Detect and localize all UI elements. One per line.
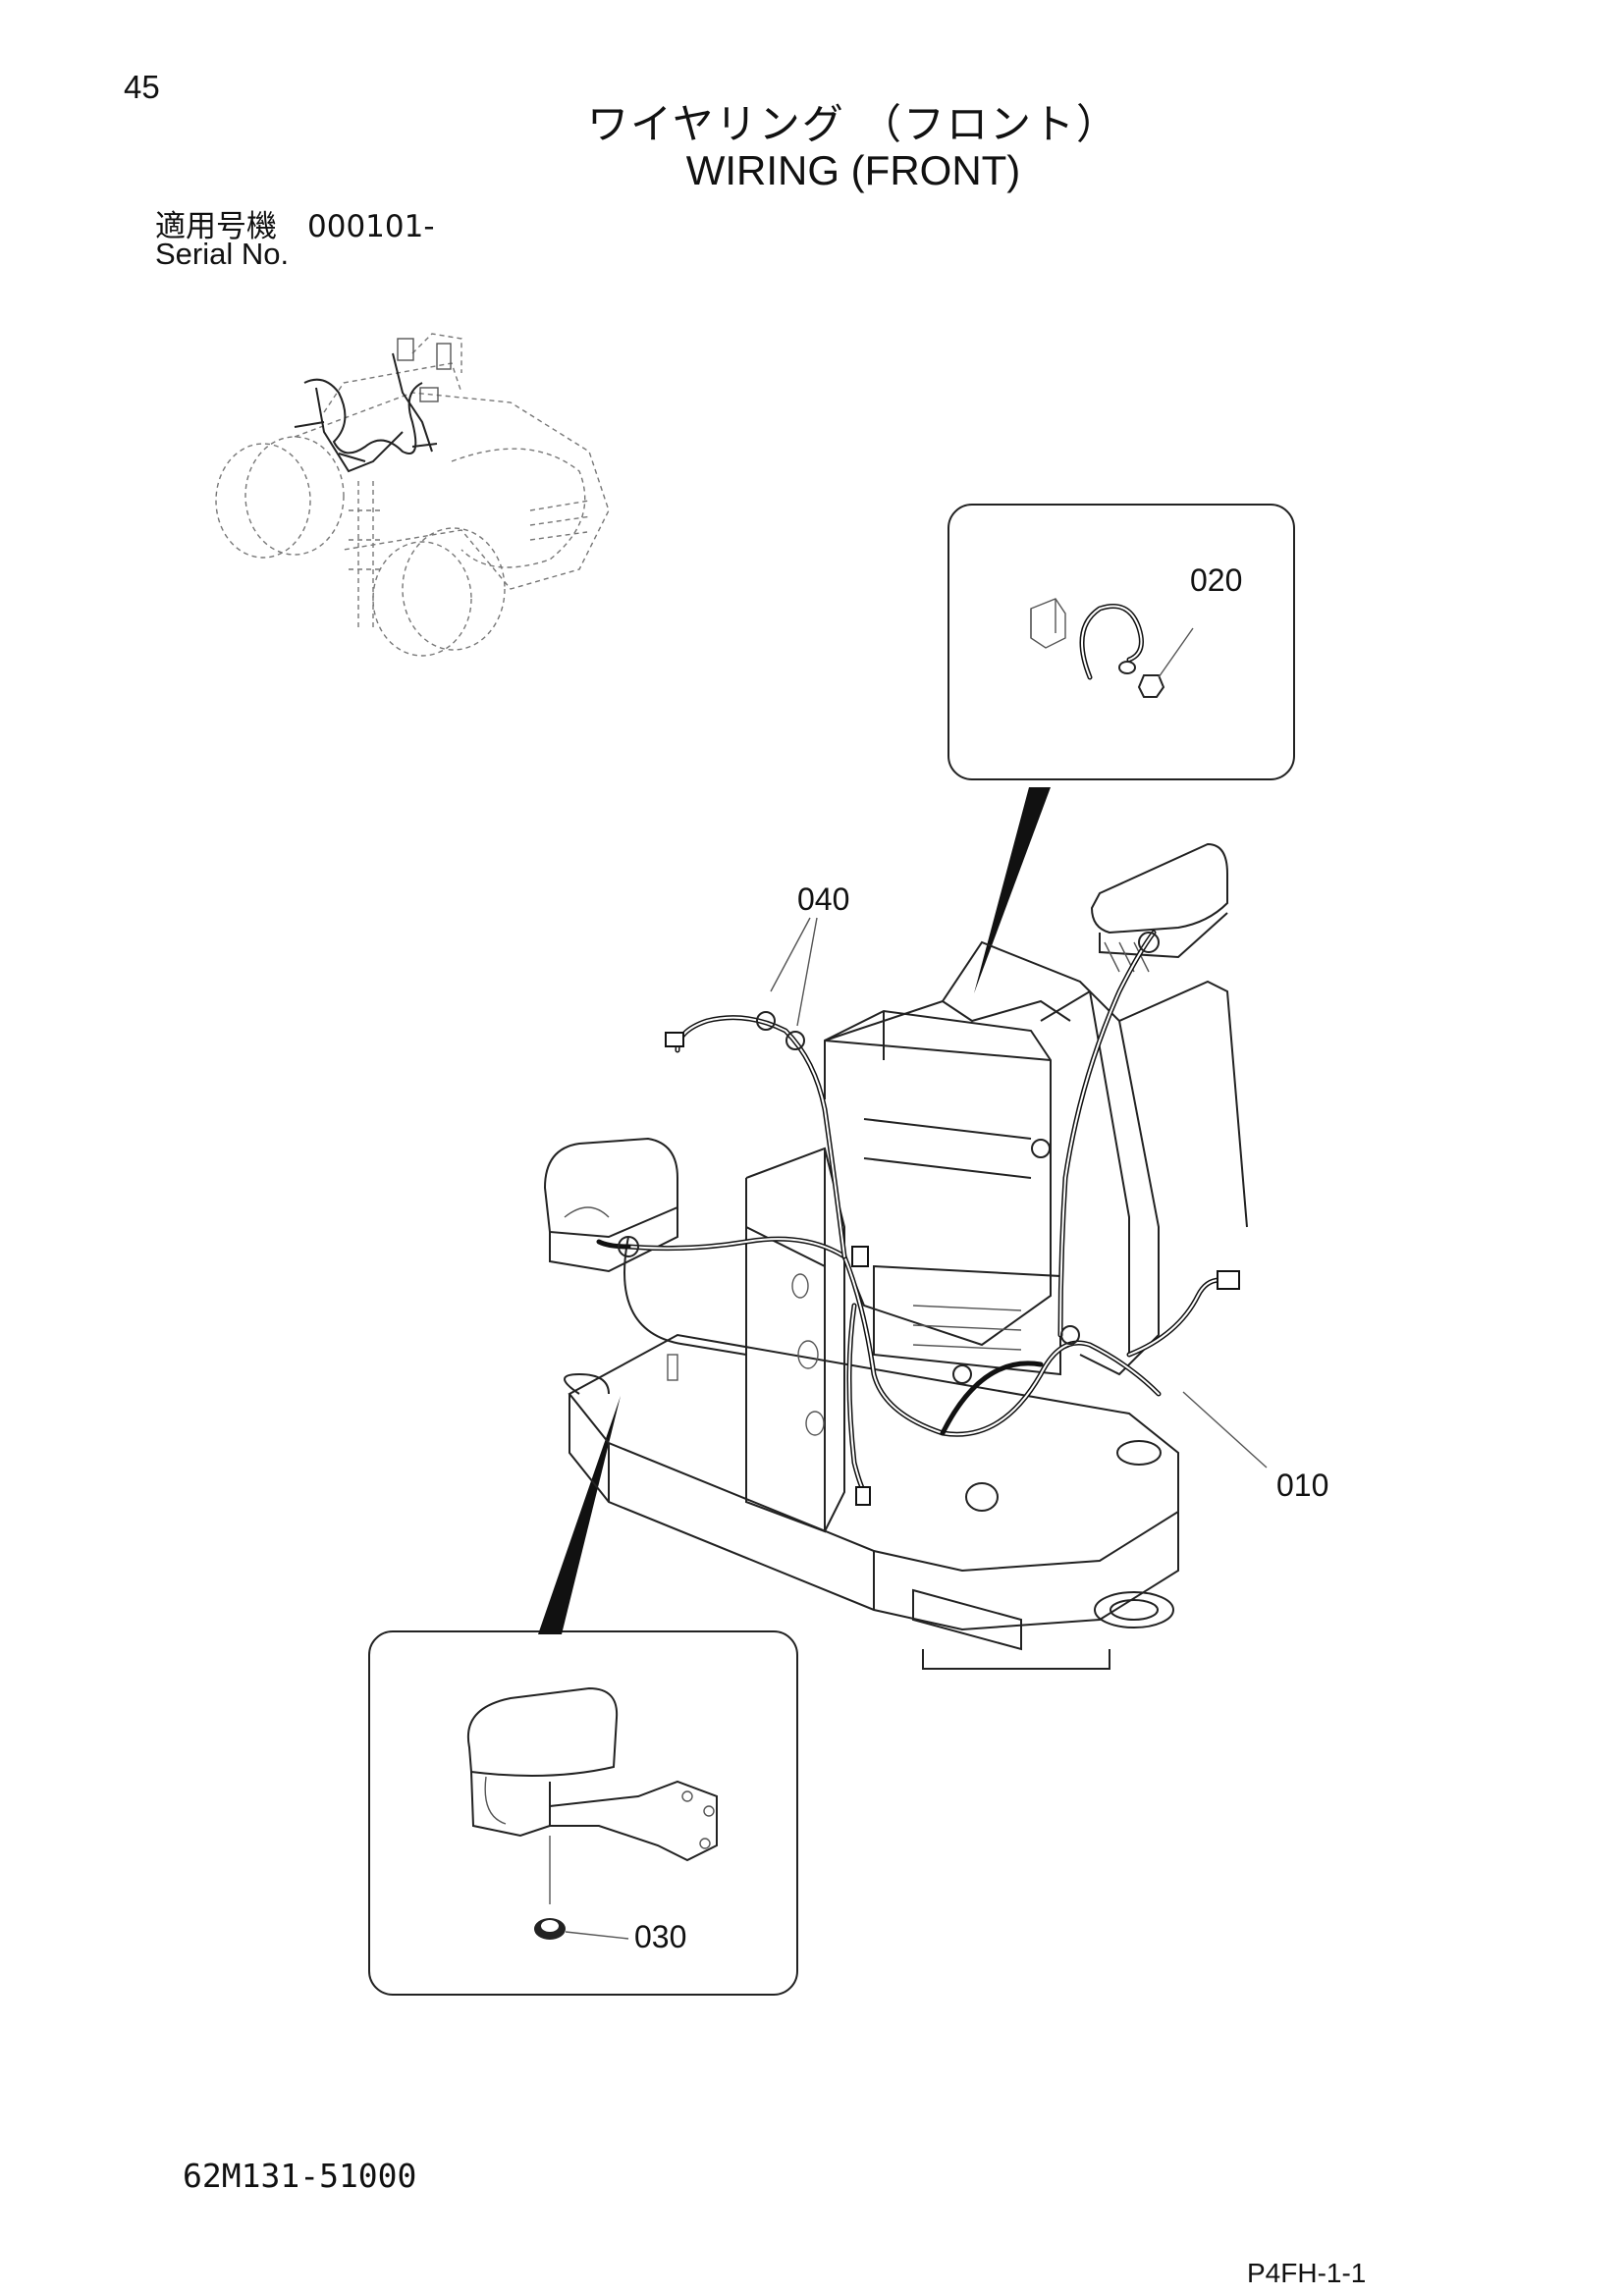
machine-overview-sketch: [215, 333, 610, 657]
detail-pointer-030: [538, 1396, 621, 1634]
callout-020: 020: [1190, 562, 1243, 598]
detail-pointer-020: [974, 787, 1051, 993]
page-code: P4FH-1-1: [1247, 2258, 1367, 2288]
callout-030: 030: [634, 1919, 687, 1954]
document-number: 62M131-51000: [183, 2157, 417, 2195]
page-number: 45: [124, 69, 160, 105]
serial-number-label-english: Serial No.: [155, 237, 290, 271]
page-title-english: WIRING (FRONT): [685, 147, 1021, 193]
detail-box-020: [947, 504, 1295, 780]
wiring-harness-main: [596, 930, 1240, 1506]
callout-010: 010: [1276, 1468, 1329, 1503]
callout-040: 040: [797, 881, 850, 917]
main-frame-assembly: [543, 842, 1248, 1670]
serial-number-label-japanese: 適用号機 000101-: [155, 209, 435, 244]
detail-box-030: [368, 1630, 798, 1996]
page-title-japanese: ワイヤリング （フロント）: [586, 100, 1120, 148]
leader-lines: [770, 917, 1268, 1468]
